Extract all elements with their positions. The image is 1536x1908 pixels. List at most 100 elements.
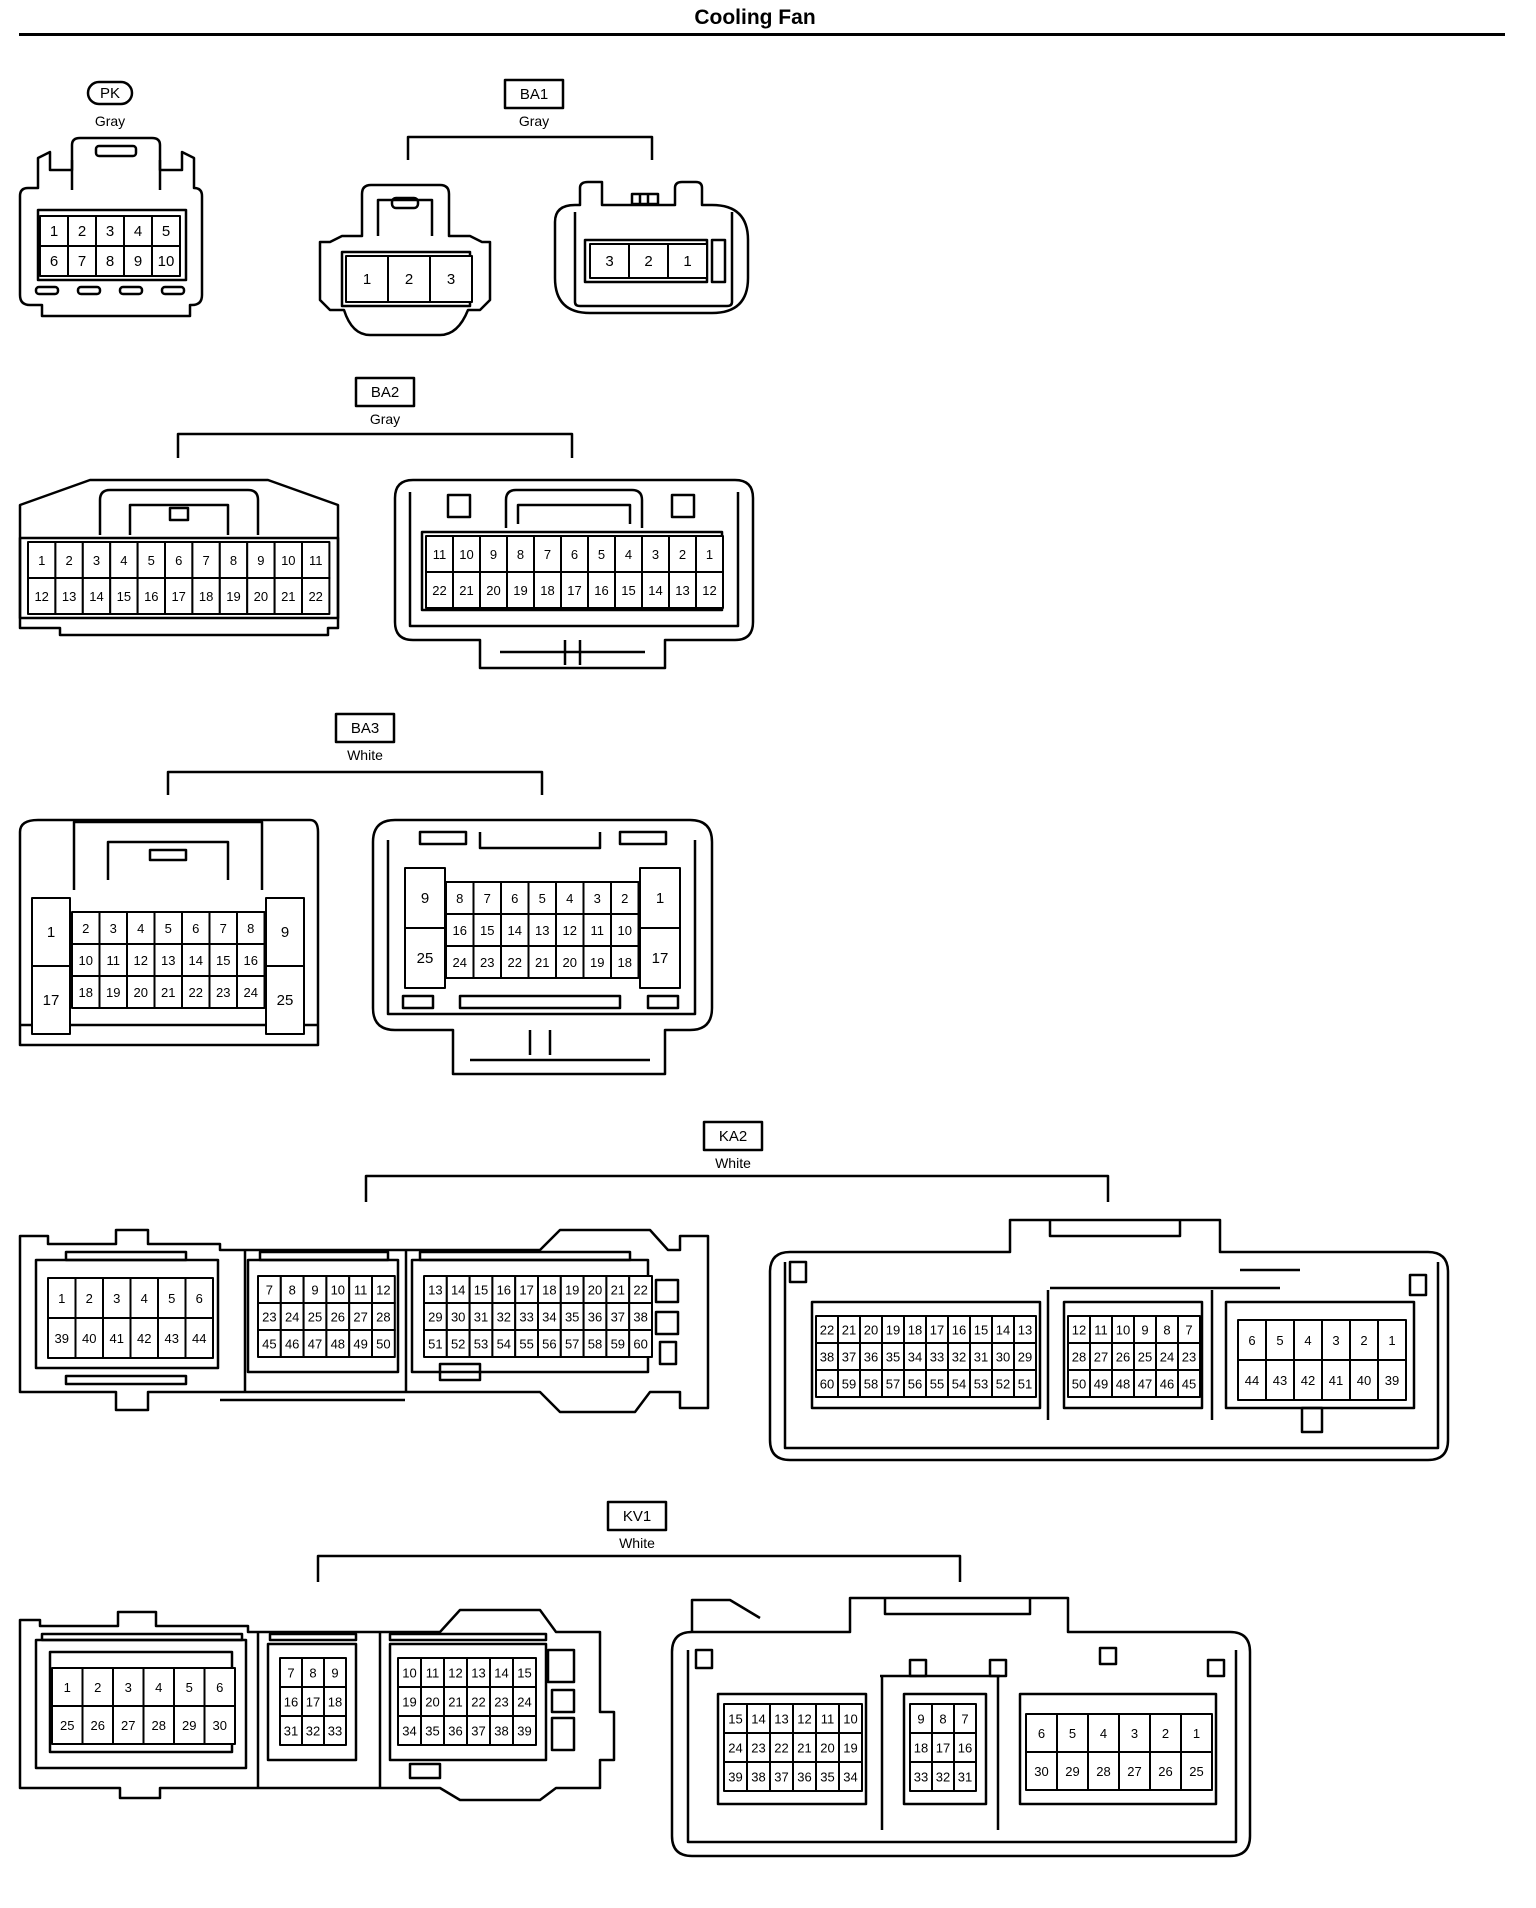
pin-number: 22: [189, 985, 203, 1000]
pin-number: 16: [952, 1323, 966, 1338]
pin-cell: [98, 975, 128, 1009]
pin-number: 2: [82, 921, 89, 936]
pin-cell: [628, 243, 669, 279]
pin-number: 22: [432, 583, 446, 598]
pin-number: 4: [141, 1291, 148, 1306]
pin-cell: [1180, 1713, 1213, 1753]
pin-cell: [582, 881, 612, 915]
pin-cell: [610, 945, 640, 979]
pin-cell: [142, 1667, 175, 1707]
pin-number: 59: [842, 1377, 856, 1392]
pin-cell: [129, 1317, 159, 1359]
pin-number: 4: [1304, 1333, 1311, 1348]
pin-cell: [587, 571, 616, 609]
pin-number: 8: [456, 891, 463, 906]
pin-number: 51: [428, 1337, 442, 1352]
pin-number: 20: [588, 1283, 602, 1298]
pin-cell: [527, 945, 557, 979]
connector-color-ka2: White: [715, 1155, 751, 1171]
pin-number: 3: [605, 253, 613, 270]
pin-number: 14: [494, 1666, 508, 1681]
pin-cell: [323, 1715, 347, 1746]
pin-number: 44: [192, 1331, 206, 1346]
pin-number: 19: [886, 1323, 900, 1338]
pin-number: 18: [914, 1741, 928, 1756]
pin-number: 24: [453, 955, 467, 970]
pin-number: 35: [565, 1310, 579, 1325]
pin-number: 15: [216, 953, 230, 968]
pin-number: 2: [405, 271, 413, 288]
pin-number: 7: [287, 1666, 294, 1681]
pin-number: 27: [353, 1310, 367, 1325]
pin-number: 28: [1096, 1764, 1110, 1779]
pin-number: 7: [266, 1283, 273, 1298]
pin-number: 28: [376, 1310, 390, 1325]
pin-number: 46: [1160, 1377, 1174, 1392]
pin-number: 21: [459, 583, 473, 598]
pin-number: 1: [58, 1291, 65, 1306]
pin-cell: [102, 1317, 132, 1359]
pin-number: 56: [542, 1337, 556, 1352]
pin-cell: [1087, 1751, 1120, 1791]
pin-number: 1: [50, 223, 58, 240]
kv1-left-housing: [18, 1608, 616, 1802]
pin-number: 27: [121, 1718, 135, 1733]
pin-cell: [109, 577, 139, 615]
pin-number: 18: [79, 985, 93, 1000]
pin-cell: [555, 913, 585, 947]
pin-number: 52: [996, 1377, 1010, 1392]
pin-number: 38: [751, 1770, 765, 1785]
pin-number: 40: [82, 1331, 96, 1346]
pin-number: 16: [497, 1283, 511, 1298]
pin-number: 45: [1182, 1377, 1196, 1392]
pin-number: 8: [106, 253, 114, 270]
pin-cell: [39, 215, 69, 247]
pin-number: 7: [484, 891, 491, 906]
pin-number: 26: [1158, 1764, 1172, 1779]
pin-number: 6: [192, 921, 199, 936]
pin-number: 16: [144, 589, 158, 604]
pin-number: 37: [611, 1310, 625, 1325]
pin-cell: [236, 911, 266, 945]
pin-number: 15: [517, 1666, 531, 1681]
pin-number: 2: [94, 1680, 101, 1695]
pin-cell: [628, 1329, 654, 1358]
pin-number: 12: [34, 589, 48, 604]
pin-cell: [1087, 1713, 1120, 1753]
pin-number: 7: [202, 553, 209, 568]
pin-number: 27: [1127, 1764, 1141, 1779]
pin-number: 2: [65, 553, 72, 568]
pin-number: 10: [1116, 1323, 1130, 1338]
connector-color-kv1: White: [619, 1535, 655, 1551]
pin-number: 20: [864, 1323, 878, 1338]
pin-cell: [301, 541, 331, 579]
pin-number: 25: [277, 992, 294, 1009]
pin-cell: [301, 577, 331, 615]
pk-housing: [18, 136, 204, 318]
pin-number: 14: [189, 953, 203, 968]
pin-number: 3: [1131, 1726, 1138, 1741]
connector-color-ba3: White: [347, 747, 383, 763]
pin-number: 16: [594, 583, 608, 598]
pin-number: 14: [508, 923, 522, 938]
connector-color-ba2: Gray: [370, 411, 400, 427]
pin-number: 21: [611, 1283, 625, 1298]
ba2-left-housing: [18, 478, 340, 637]
connector-code-ba1: BA1: [520, 86, 548, 103]
pin-number: 31: [474, 1310, 488, 1325]
pin-number: 17: [936, 1741, 950, 1756]
pin-number: 1: [1193, 1726, 1200, 1741]
pin-cell: [668, 535, 697, 573]
pin-number: 58: [588, 1337, 602, 1352]
pin-number: 13: [161, 953, 175, 968]
pin-cell: [614, 535, 643, 573]
pin-number: 22: [820, 1323, 834, 1338]
pin-number: 58: [864, 1377, 878, 1392]
pin-number: 15: [480, 923, 494, 938]
pin-cell: [639, 927, 681, 989]
pin-number: 7: [1185, 1323, 1192, 1338]
pin-number: 16: [244, 953, 258, 968]
